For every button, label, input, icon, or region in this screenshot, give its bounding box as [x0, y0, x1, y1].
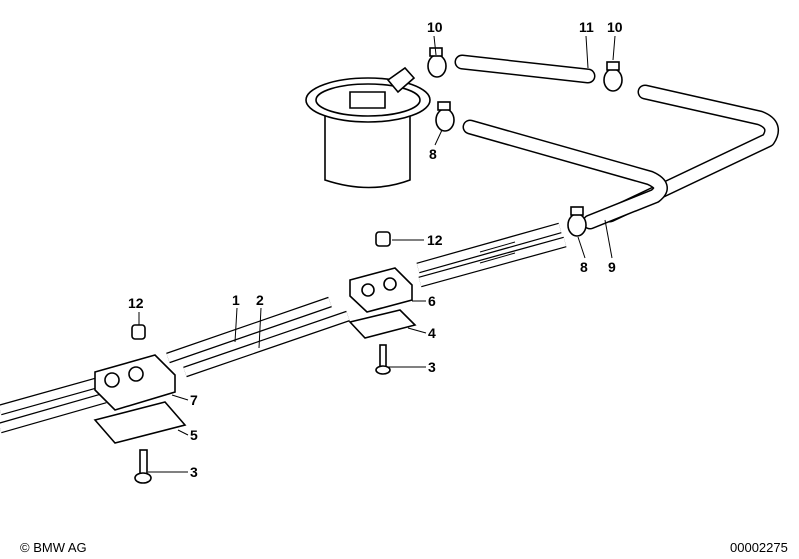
- plug-12-upper: [375, 231, 391, 247]
- hose-11: [454, 54, 596, 84]
- fuel-lines-right: [416, 222, 567, 288]
- fuel-lines-left: [0, 376, 107, 434]
- callout-10: 10: [427, 19, 443, 35]
- leader-lines: [138, 35, 616, 473]
- callout-5: 5: [190, 427, 198, 443]
- callout-7: 7: [190, 392, 198, 408]
- bracket-4: [348, 309, 417, 339]
- callout-12: 12: [128, 295, 144, 311]
- hose-loop: [602, 84, 780, 223]
- callout-8: 8: [429, 146, 437, 162]
- callout-3: 3: [190, 464, 198, 480]
- holder-7: [94, 354, 176, 411]
- fuel-filter: [305, 66, 431, 189]
- clamp-10-left: [427, 47, 447, 78]
- diagram-number: 00002275: [730, 540, 788, 555]
- callout-1: 1: [232, 292, 240, 308]
- plug-12-lower: [131, 324, 146, 340]
- screw-3-lower: [134, 449, 152, 484]
- callout-11: 11: [579, 19, 594, 35]
- callout-3: 3: [428, 359, 436, 375]
- callout-8: 8: [580, 259, 588, 275]
- callout-9: 9: [608, 259, 616, 275]
- callout-6: 6: [428, 293, 436, 309]
- holder-6: [349, 267, 413, 313]
- bracket-5: [93, 401, 187, 444]
- callout-10: 10: [607, 19, 623, 35]
- callout-4: 4: [428, 325, 436, 341]
- fuel-lines-1-2: [166, 296, 350, 378]
- clamp-8-lower: [567, 206, 587, 237]
- clamp-10-right: [603, 61, 623, 92]
- callout-12: 12: [427, 232, 443, 248]
- clamp-8-upper: [435, 101, 455, 132]
- copyright: © BMW AG: [20, 540, 87, 555]
- callout-2: 2: [256, 292, 264, 308]
- hose-9: [462, 119, 668, 230]
- screw-3-upper: [375, 344, 391, 375]
